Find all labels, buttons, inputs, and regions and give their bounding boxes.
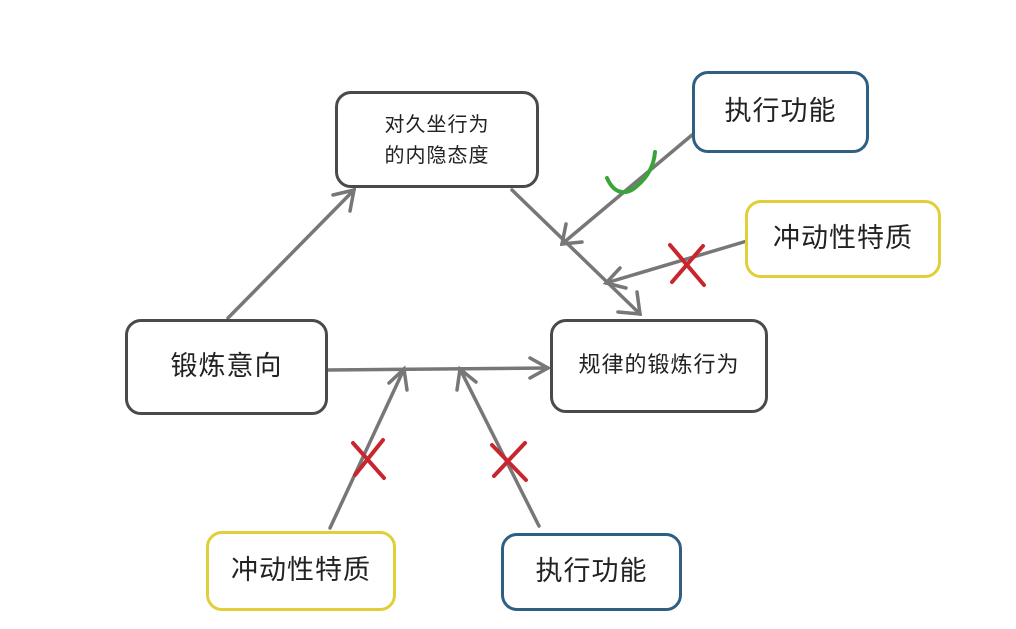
- arrow-exec-top-to-path: [559, 133, 694, 246]
- arrow-intention-to-attitude: [226, 187, 357, 320]
- node-executive-function-bottom: 执行功能: [501, 533, 682, 611]
- cross-icon-impulse-right: [668, 243, 706, 287]
- node-executive-function-bottom-label: 执行功能: [535, 556, 648, 588]
- cross-icon-exec-bottom: [490, 441, 528, 482]
- node-implicit-attitude-line1: 对久坐行为: [384, 111, 490, 136]
- arrow-exec-bottom-to-path: [455, 365, 541, 528]
- arrow-impulse-bottom-to-path: [328, 365, 409, 530]
- node-regular-exercise-behavior: 规律的锻炼行为: [550, 319, 768, 413]
- arrow-impulse-right-to-path: [602, 239, 749, 290]
- arrow-intention-to-behavior: [326, 356, 552, 380]
- node-impulsivity-right-label: 冲动性特质: [773, 223, 913, 255]
- node-implicit-attitude-line2: 的内隐态度: [384, 142, 490, 167]
- node-regular-exercise-behavior-label: 规律的锻炼行为: [578, 352, 740, 378]
- node-impulsivity-right: 冲动性特质: [745, 200, 941, 278]
- node-impulsivity-bottom: 冲动性特质: [206, 531, 396, 611]
- node-exercise-intention-label: 锻炼意向: [170, 351, 283, 383]
- cross-icon-impulse-bottom: [351, 438, 386, 480]
- arrow-attitude-to-behavior: [510, 188, 643, 316]
- node-exercise-intention: 锻炼意向: [125, 319, 328, 415]
- node-impulsivity-bottom-label: 冲动性特质: [231, 555, 371, 587]
- node-implicit-attitude: 对久坐行为 的内隐态度: [335, 91, 539, 188]
- check-icon: [605, 150, 657, 195]
- node-executive-function-top: 执行功能: [692, 71, 869, 153]
- node-executive-function-top-label: 执行功能: [724, 96, 837, 128]
